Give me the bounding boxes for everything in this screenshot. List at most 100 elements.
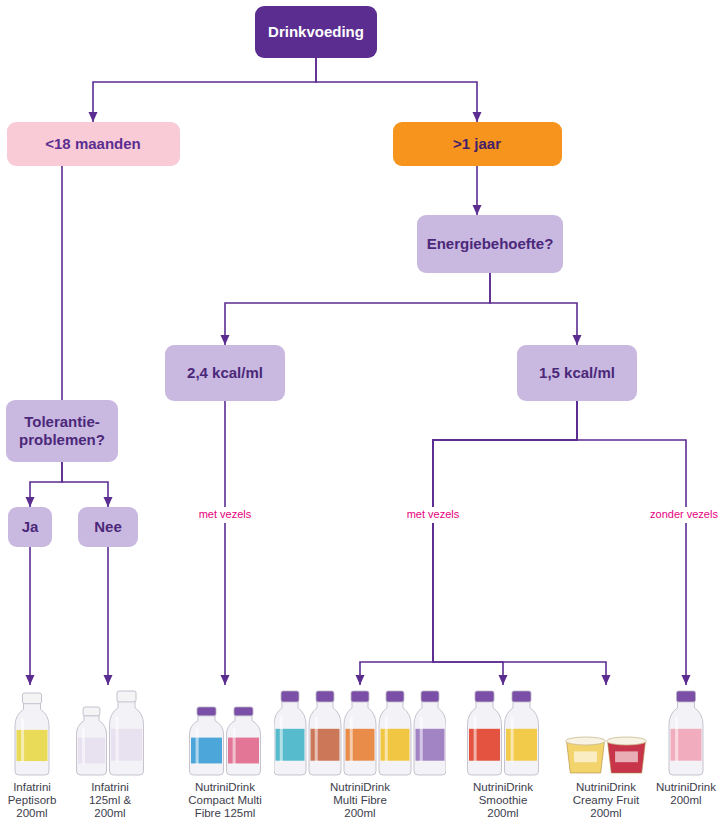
cup-lid <box>566 737 606 745</box>
bottle-body <box>505 701 539 775</box>
bottle <box>379 691 411 775</box>
bottle <box>77 707 107 775</box>
cup-lid <box>607 737 647 745</box>
bottle-cap <box>197 707 216 716</box>
start-box: Drinkvoeding <box>255 6 377 58</box>
bottle-cap <box>421 691 439 702</box>
box-label: Energiebehoefte? <box>427 235 554 253</box>
bottle-body <box>309 701 341 775</box>
product-illustration <box>463 685 543 777</box>
connector <box>577 401 686 685</box>
bottle-body <box>414 701 446 775</box>
product-caption: NutriniDrink Multi Fibre 200ml <box>318 781 402 821</box>
product-caption: NutriniDrink Compact Multi Fibre 125ml <box>183 781 267 821</box>
bottle-cap <box>512 691 531 702</box>
product-illustration <box>74 685 146 777</box>
bottle-body <box>669 701 703 775</box>
bottle-body <box>344 701 376 775</box>
age-box: <18 maanden <box>7 122 180 166</box>
box-label: Tolerantie- problemen? <box>16 413 108 449</box>
bottle <box>414 691 446 775</box>
box-label: 1,5 kcal/ml <box>539 364 615 382</box>
bottle-highlight <box>350 716 353 762</box>
connector <box>30 462 62 507</box>
bottle <box>227 707 261 775</box>
product-caption: NutriniDrink Creamy Fruit 200ml <box>564 781 648 821</box>
bottle-cap <box>316 691 334 702</box>
bottle-highlight <box>511 716 514 762</box>
bottle <box>190 707 224 775</box>
product-illustration <box>651 685 721 777</box>
answer-box: Ja <box>8 507 52 547</box>
age-box: >1 jaar <box>393 122 562 166</box>
bottle-body <box>227 715 261 775</box>
product: Infatrini Peptisorb 200ml <box>2 685 62 821</box>
bottle-cap <box>386 691 404 702</box>
bottle-body <box>15 703 49 775</box>
product: NutriniDrink Smoothie 200ml <box>463 685 543 821</box>
product-caption: NutriniDrink 200ml <box>651 781 721 807</box>
product: NutriniDrink Compact Multi Fibre 125ml <box>183 685 267 821</box>
connector <box>224 401 226 685</box>
energy-box: 2,4 kcal/ml <box>165 345 285 401</box>
bottle-cap <box>83 707 100 716</box>
bottle-cap <box>117 691 136 702</box>
cup-body <box>608 741 646 773</box>
bottle-highlight <box>474 716 477 762</box>
bottle-highlight <box>315 716 318 762</box>
cup-label <box>615 751 638 762</box>
box-label: Nee <box>94 518 122 536</box>
cup <box>607 737 647 773</box>
bottle-highlight <box>196 727 199 764</box>
connector <box>316 58 477 122</box>
box-label: 2,4 kcal/ml <box>187 364 263 382</box>
cup-body <box>567 741 605 773</box>
bottle-body <box>379 701 411 775</box>
product: Infatrini 125ml & 200ml <box>74 685 146 821</box>
bottle-cap <box>22 693 41 704</box>
bottle-body <box>190 715 224 775</box>
product-illustration <box>183 685 267 777</box>
bottle <box>274 691 306 775</box>
bottle-cap <box>351 691 369 702</box>
product: NutriniDrink Multi Fibre 200ml <box>274 685 446 821</box>
product-caption: Infatrini 125ml & 200ml <box>74 781 146 821</box>
bottle-highlight <box>420 716 423 762</box>
bottle-highlight <box>385 716 388 762</box>
connector <box>433 401 606 685</box>
connector <box>61 166 63 400</box>
bottle-highlight <box>675 716 678 762</box>
bottle <box>344 691 376 775</box>
product-caption: NutriniDrink Smoothie 200ml <box>463 781 543 821</box>
product-illustration <box>2 685 62 777</box>
edge-label: met vezels <box>197 507 254 523</box>
bottle <box>110 691 144 775</box>
product-illustration <box>274 685 446 777</box>
energy-box: 1,5 kcal/ml <box>517 345 637 401</box>
bottle-body <box>110 701 144 775</box>
cup-label <box>574 751 597 762</box>
bottle-body <box>274 701 306 775</box>
product: NutriniDrink Creamy Fruit 200ml <box>564 685 648 821</box>
connector <box>62 462 108 507</box>
connector <box>93 58 316 122</box>
product-illustration <box>564 685 648 777</box>
connector <box>476 166 478 215</box>
question-box: Energiebehoefte? <box>417 215 564 273</box>
connector <box>360 401 577 685</box>
box-label: >1 jaar <box>453 135 501 153</box>
bottle-highlight <box>21 718 24 763</box>
edge-label: met vezels <box>405 507 462 523</box>
bottle-cap <box>475 691 494 702</box>
question-box: Tolerantie- problemen? <box>6 400 118 462</box>
connector <box>29 547 31 685</box>
bottle-cap <box>281 691 299 702</box>
connector <box>225 273 490 345</box>
bottle-highlight <box>82 727 85 764</box>
connector <box>490 273 577 345</box>
box-label: <18 maanden <box>45 135 140 153</box>
bottle <box>309 691 341 775</box>
bottle <box>505 691 539 775</box>
